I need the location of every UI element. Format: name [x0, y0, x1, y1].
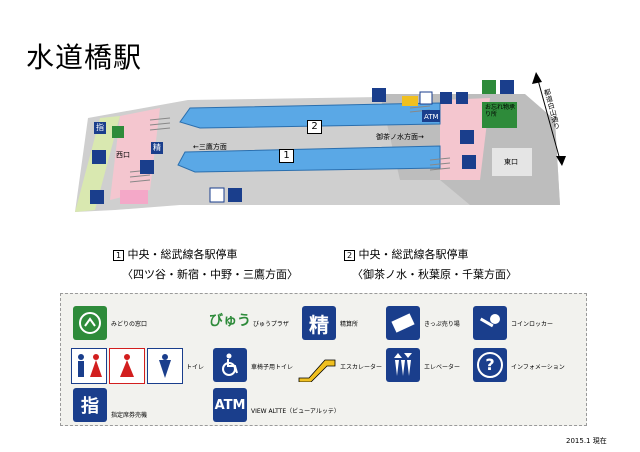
map-toilet-icon — [419, 91, 433, 105]
map-locker-icon — [372, 88, 386, 102]
info-label: インフォメーション — [511, 364, 565, 371]
west-small-building — [120, 190, 148, 204]
ticket-icon — [386, 306, 420, 340]
men-toilet-icon — [147, 348, 183, 384]
legend: みどりの窓口 びゅう びゅうプラザ 精 精算所 きっぷ売り場 コインロッカー ト… — [60, 293, 587, 426]
map-toilet2-icon — [209, 187, 225, 203]
map-kippu2-icon — [140, 160, 154, 174]
map-wheelchair2-icon — [228, 188, 242, 202]
map-shitei2-icon: 指 — [94, 122, 106, 134]
info-glyph: ? — [477, 352, 503, 378]
atm-label: VIEW ALTTE（ビューアルッテ） — [251, 408, 340, 415]
key-icon — [473, 306, 507, 340]
route-1-dest: 〈四ツ谷・新宿・中野・三鷹方面〉 — [122, 268, 298, 281]
elevator-icon — [386, 348, 420, 382]
station-map — [75, 72, 566, 212]
kippu-label: きっぷ売り場 — [424, 321, 460, 328]
route-1: 1 中央・総武線各駅停車 — [113, 246, 238, 262]
route-2: 2 中央・総武線各駅停車 — [344, 246, 469, 262]
seisan-label: 精算所 — [340, 321, 359, 328]
page-title: 水道橋駅 — [26, 41, 143, 74]
route-2-line: 中央・総武線各駅停車 — [358, 248, 469, 261]
midori-icon — [73, 306, 107, 340]
shitei-icon: 指 — [73, 388, 107, 422]
route-2-dest: 〈御茶ノ水・秋葉原・千葉方面〉 — [352, 268, 517, 281]
map-shitei-icon — [500, 80, 514, 94]
east-exit-area — [492, 148, 532, 176]
midori-label: みどりの窓口 — [111, 321, 148, 328]
lost-found-label: お忘れ物承り所 — [485, 104, 516, 118]
east-green-patch — [482, 102, 517, 128]
date-label: 2015.1 現在 — [566, 437, 607, 445]
women-toilet-icon — [109, 348, 145, 384]
map-atm-label: ATM — [424, 113, 439, 121]
locker-label: コインロッカー — [511, 321, 554, 328]
map-escalator-icon — [402, 96, 418, 106]
track-2-label: 2 — [307, 120, 322, 134]
track-1-label: 1 — [279, 149, 294, 163]
atm-icon: ATM — [213, 388, 247, 422]
platform-1 — [177, 145, 441, 173]
wheelchair-toilet-label: 車椅子用トイレ — [251, 364, 294, 371]
escalator-label: エスカレーター — [340, 364, 383, 371]
east-exit-label: 東口 — [504, 158, 518, 166]
map-wheelchair-icon — [440, 92, 452, 104]
seisan-icon: 精 — [302, 306, 336, 340]
to-mitaka-label: ←三鷹方面 — [193, 143, 227, 151]
map-midori2-icon — [112, 126, 124, 138]
map-atm-icon — [422, 110, 440, 122]
map-elevator2-icon — [92, 150, 106, 164]
map-seisan-icon: 精 — [151, 142, 163, 154]
toilet-label: トイレ — [186, 364, 205, 371]
toilet-icon — [71, 348, 107, 384]
map-kippu-icon — [460, 130, 474, 144]
road-line — [537, 79, 561, 161]
viewplaza-label: びゅうプラザ — [253, 321, 289, 328]
viewplaza-logo: びゅう — [209, 313, 251, 329]
map-elevator-icon — [462, 155, 476, 169]
map-info-icon — [456, 92, 468, 104]
road-arrow-down — [556, 156, 566, 166]
route-2-number: 2 — [344, 250, 355, 261]
info-icon: ? — [473, 348, 507, 382]
map-locker2-icon — [90, 190, 104, 204]
route-1-line: 中央・総武線各駅停車 — [127, 248, 238, 261]
elevator-label: エレベーター — [424, 364, 461, 371]
west-exit-label: 西口 — [116, 151, 130, 159]
road-arrow — [532, 72, 542, 84]
to-ochanomizu-label: 御茶ノ水方面→ — [376, 133, 424, 141]
escalator-icon — [297, 352, 337, 383]
map-midori-icon — [482, 80, 496, 94]
wheelchair-icon — [213, 348, 247, 382]
stairs-east-2 — [429, 157, 451, 171]
shitei-label: 指定席券売機 — [111, 412, 148, 419]
route-1-number: 1 — [113, 250, 124, 261]
stairs-west-1 — [149, 117, 171, 131]
